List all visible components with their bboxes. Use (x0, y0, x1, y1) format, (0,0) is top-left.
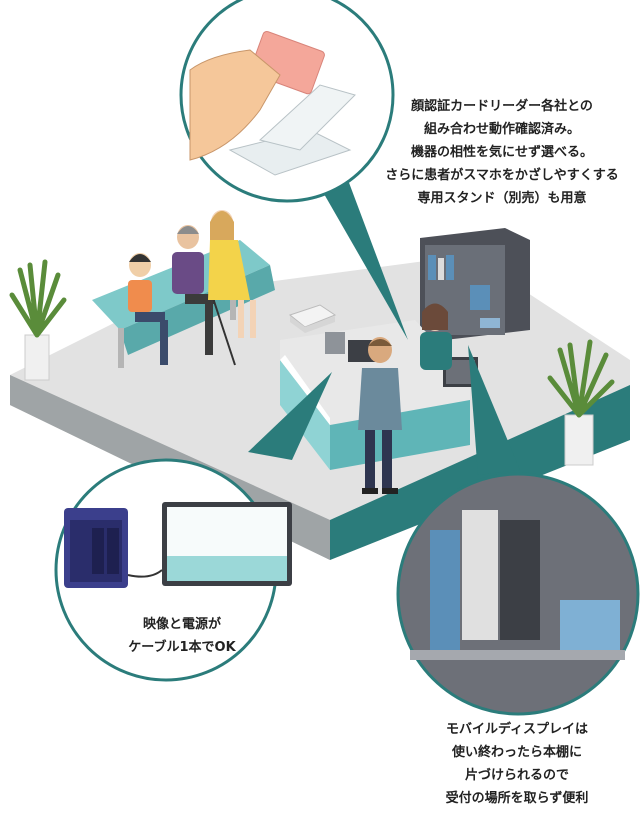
caption-line: 片づけられるので (464, 768, 569, 783)
caption-line: 専用スタンド（別売）も用意 (417, 191, 587, 206)
callout-bookshelf (396, 345, 640, 716)
receptionist (420, 303, 452, 370)
plant-left (9, 259, 67, 381)
caption-line: 使い終わったら本棚に (451, 745, 582, 760)
caption-line: 顔認証カードリーダー各社との (411, 99, 593, 114)
seated-child (128, 253, 168, 365)
caption-line: 組み合わせ動作確認済み。 (423, 122, 580, 137)
caption-line: 映像と電源が (142, 617, 221, 632)
paper-stack (288, 304, 337, 333)
caption-bookshelf: モバイルディスプレイは 使い終わったら本棚に 片づけられるので 受付の場所を取ら… (402, 718, 632, 810)
caption-card-reader: 顔認証カードリーダー各社との 組み合わせ動作確認済み。 機器の相性を気にせず選べ… (372, 95, 632, 210)
plant-right (547, 339, 615, 466)
caption-display-cable: 映像と電源が ケーブル1本でOK (92, 613, 272, 659)
caption-line: 受付の場所を取らず便利 (445, 791, 589, 806)
seated-woman (208, 210, 256, 338)
patient-standing (358, 337, 402, 494)
nas-device (64, 508, 128, 588)
callout-display-cable (54, 372, 332, 682)
caption-line: ケーブル1本でOK (128, 640, 236, 655)
caption-line: モバイルディスプレイは (445, 722, 589, 737)
seated-elderly-man (172, 225, 236, 366)
mobile-display (162, 502, 292, 586)
callout-card-reader (179, 0, 408, 340)
caption-line: さらに患者がスマホをかざしやすくする (385, 168, 619, 183)
caption-line: 機器の相性を気にせず選べる。 (410, 145, 593, 160)
